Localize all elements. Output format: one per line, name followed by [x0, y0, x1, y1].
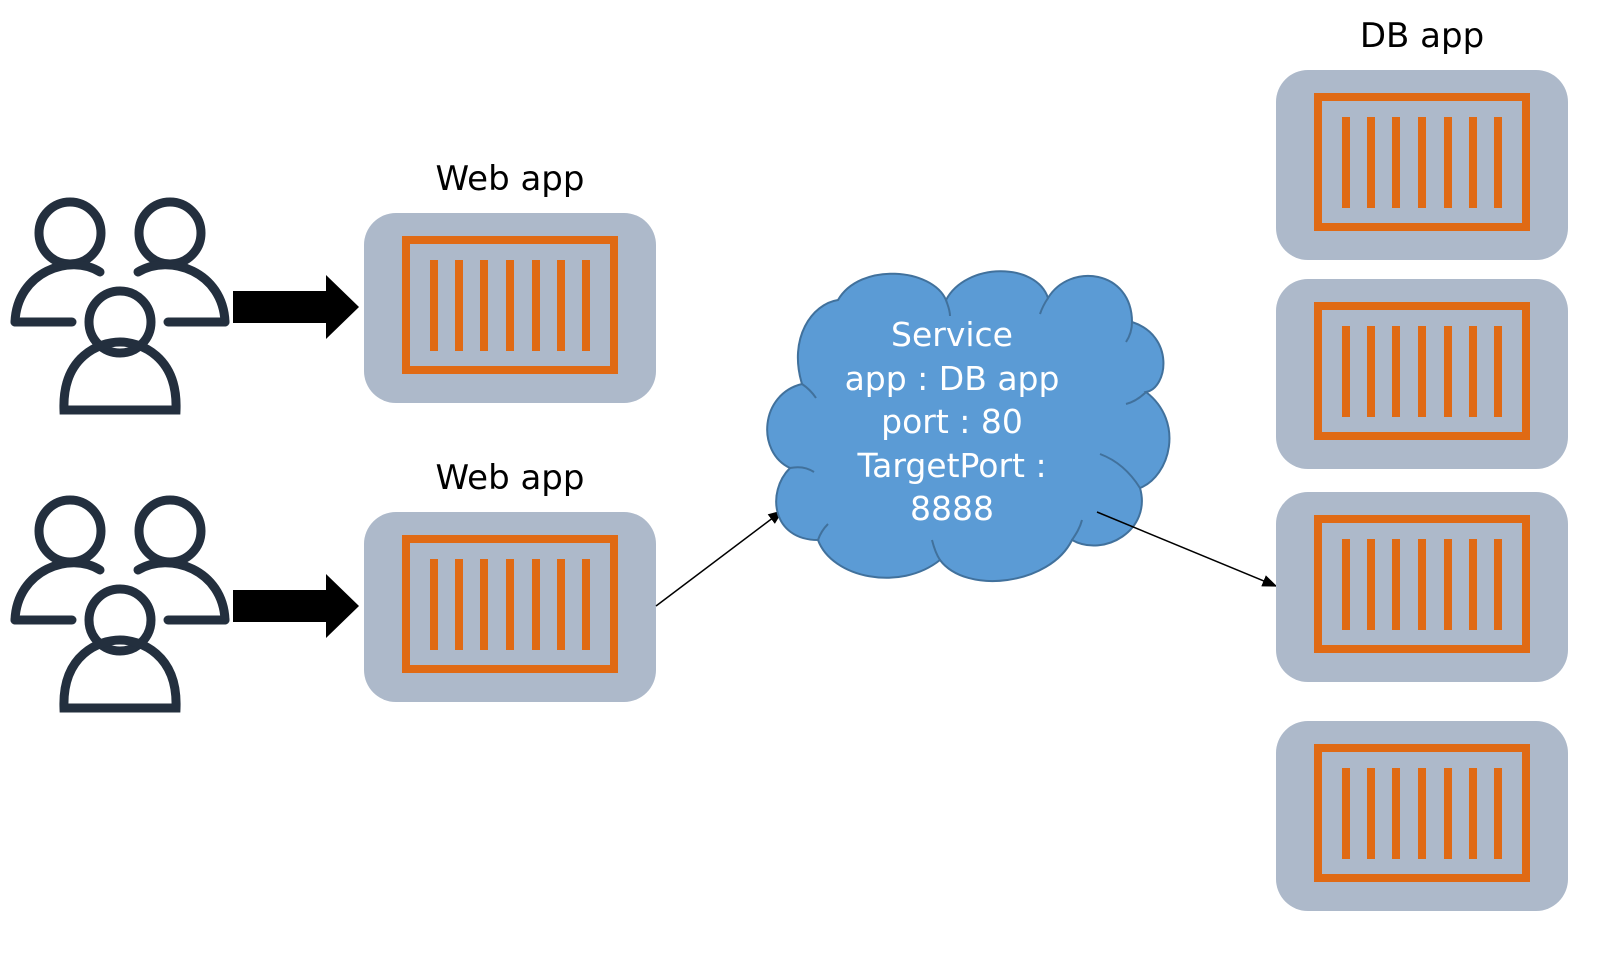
block-arrow-top [233, 275, 359, 339]
connector-web-to-service [655, 510, 784, 607]
db-app-label: DB app [1360, 16, 1484, 56]
web-app-container-icon-top [364, 213, 656, 403]
db-app-container-icon-2 [1276, 279, 1568, 469]
service-text-line1: Service [891, 315, 1013, 354]
service-text-line2: app : DB app [845, 359, 1060, 398]
db-app-container-icon-3 [1276, 492, 1568, 682]
service-text-line3: port : 80 [881, 402, 1023, 441]
service-cloud-icon [766, 270, 1171, 582]
web-app-label-bottom: Web app [436, 458, 585, 498]
users-group-icon-bottom [15, 500, 225, 708]
db-app-container-icon-4 [1276, 721, 1568, 911]
users-group-icon-top [15, 202, 225, 410]
service-text-line4: TargetPort : [856, 446, 1046, 485]
connector-service-to-db [1096, 511, 1278, 587]
web-app-label-top: Web app [436, 159, 585, 199]
block-arrow-bottom [233, 574, 359, 638]
service-text-line5: 8888 [910, 489, 994, 528]
web-app-container-icon-bottom [364, 512, 656, 702]
db-app-container-icon-1 [1276, 70, 1568, 260]
